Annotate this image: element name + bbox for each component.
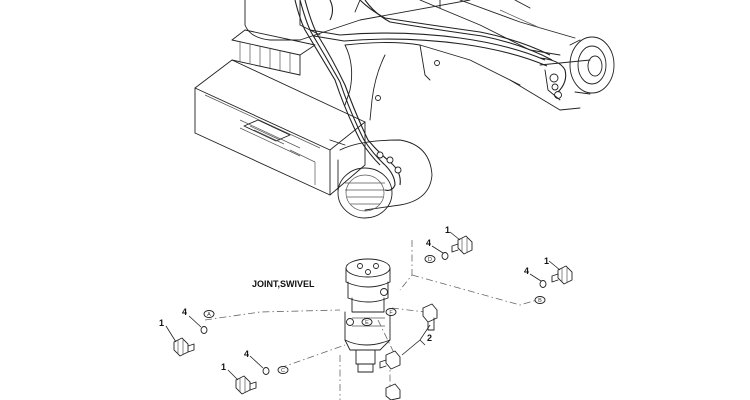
fitting-bottom: [227, 355, 270, 395]
bubble-a: [203, 310, 215, 318]
callout-2: 2: [427, 333, 432, 343]
callout-1-right: 1: [544, 256, 549, 266]
callout-numbers: 1 4 1 4 1 4 1 4 2: [159, 225, 549, 372]
reference-bubbles: A B C D E F: [203, 255, 546, 374]
fitting-left: [165, 315, 208, 357]
bubble-b-label: B: [538, 298, 542, 304]
swivel-joint: [344, 258, 391, 373]
bubble-d-label: D: [428, 257, 432, 263]
callout-1-left: 1: [159, 318, 164, 328]
bubble-f-label: F: [389, 310, 393, 316]
callout-4-right: 4: [524, 266, 529, 276]
hydraulic-hoses: [294, 0, 567, 191]
bubble-c: [277, 366, 289, 374]
bubble-e-label: E: [365, 320, 369, 326]
bubble-a-label: A: [207, 312, 211, 318]
bubble-e: [361, 318, 373, 326]
bubble-f: [385, 308, 397, 316]
callout-1-top-right: 1: [445, 225, 450, 235]
callout-4-bottom: 4: [244, 349, 249, 359]
callout-4-left: 4: [182, 307, 187, 317]
bubble-b: [534, 296, 546, 304]
fitting-right: [529, 260, 573, 288]
bubble-d: [424, 255, 436, 263]
fitting-top-right: [431, 231, 473, 260]
callout-4-top-right: 4: [426, 238, 431, 248]
machine-frame: [194, 0, 615, 219]
callout-1-bottom: 1: [221, 362, 226, 372]
diagram-title: JOINT,SWIVEL: [252, 279, 315, 289]
elbow-fittings: [379, 303, 438, 400]
bubble-c-label: C: [281, 368, 285, 374]
